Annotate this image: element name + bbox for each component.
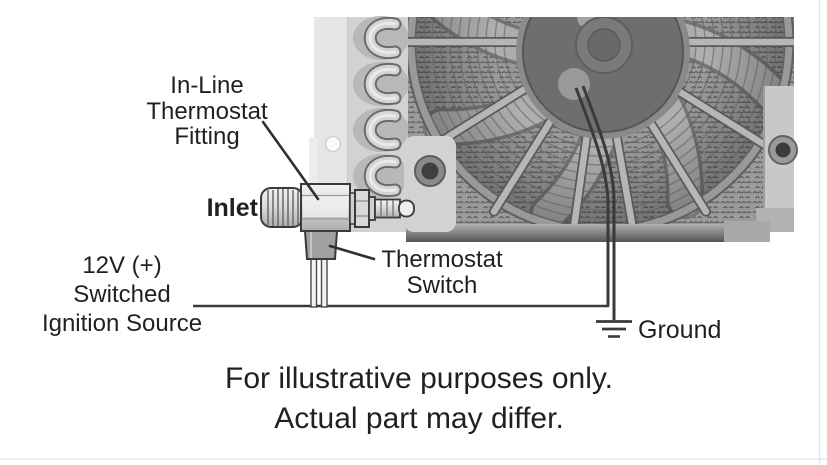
fan-motor-hub bbox=[516, 17, 690, 139]
electric-fan bbox=[408, 17, 794, 232]
ground-label: Ground bbox=[638, 316, 722, 344]
fan-mounting-bracket bbox=[756, 86, 798, 232]
wire-grommet bbox=[558, 68, 590, 100]
ground-symbol-icon bbox=[596, 320, 632, 338]
power-wire bbox=[574, 87, 610, 306]
pointer-line-fitting bbox=[261, 120, 320, 201]
page-edge-bottom bbox=[0, 458, 827, 460]
thermostat-switch-wires bbox=[310, 253, 328, 308]
pointer-line-switch bbox=[328, 244, 376, 261]
page-edge-right bbox=[819, 0, 821, 465]
fitting-nut bbox=[354, 189, 370, 228]
fan-wires bbox=[574, 85, 616, 320]
ignition-source-label: 12V (+) Switched Ignition Source bbox=[41, 252, 203, 337]
in-line-thermostat-fitting bbox=[260, 183, 415, 260]
thermostat-switch-body bbox=[303, 230, 339, 260]
thermostat-switch-label: Thermostat Switch bbox=[381, 246, 503, 299]
mount-hole bbox=[324, 135, 342, 153]
cooler-tube-bends bbox=[353, 16, 409, 198]
inlet-label: Inlet bbox=[206, 194, 258, 222]
in-line-thermostat-fitting-label: In-Line Thermostat Fitting bbox=[146, 72, 268, 150]
fan-shroud-bottom bbox=[406, 221, 770, 242]
cooler-inlet-port bbox=[404, 136, 456, 232]
disclaimer-text: For illustrative purposes only. Actual p… bbox=[225, 362, 613, 435]
ground-wire bbox=[581, 85, 616, 320]
